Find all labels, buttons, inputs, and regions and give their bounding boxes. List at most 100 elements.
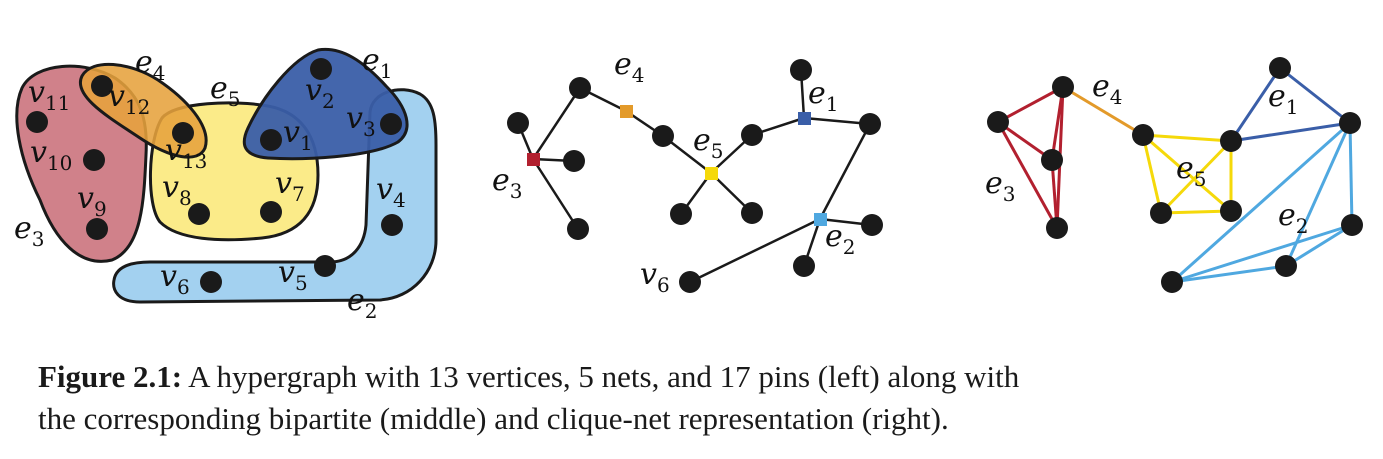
edge <box>1141 134 1163 214</box>
label-v11: v11 <box>28 75 70 115</box>
caption-line-1: Figure 2.1: A hypergraph with 13 vertice… <box>38 356 1358 398</box>
vertex-node <box>679 271 701 293</box>
vertex-v13 <box>172 122 194 144</box>
mid-label-e5: e5 <box>693 123 724 163</box>
clique-vertices <box>987 57 1363 293</box>
vertex-node <box>987 111 1009 133</box>
edge <box>1279 66 1351 125</box>
vertex-node <box>1341 214 1363 236</box>
left-label-e5: e5 <box>210 71 241 111</box>
left-label-e3: e3 <box>14 211 45 251</box>
edge <box>1285 223 1353 268</box>
net-node-e5 <box>705 167 718 180</box>
label-v5: v5 <box>278 255 308 295</box>
vertex-node <box>1052 76 1074 98</box>
left-net-labels: e1 e2 e3 e4 e5 <box>14 43 393 323</box>
net-node-e3 <box>527 153 540 166</box>
edge <box>996 121 1059 229</box>
bipartite-labels: e1 e2 e3 e4 e5 v6 <box>492 47 856 297</box>
vertex-v3 <box>380 113 402 135</box>
edge <box>803 116 871 126</box>
mid-label-v6: v6 <box>640 257 670 297</box>
vertex-node <box>1046 217 1068 239</box>
left-label-e1: e1 <box>362 43 393 83</box>
vertex-node <box>741 124 763 146</box>
mid-label-e4: e4 <box>614 47 645 87</box>
caption-text-1: A hypergraph with 13 vertices, 5 nets, a… <box>188 359 1020 394</box>
edge <box>1229 67 1282 142</box>
mid-label-e3: e3 <box>492 163 523 203</box>
edge <box>531 158 580 230</box>
vertex-node <box>1339 112 1361 134</box>
vertex-node <box>859 113 881 135</box>
vertex-v7 <box>260 201 282 223</box>
label-v1: v1 <box>283 115 313 155</box>
left-label-e2: e2 <box>347 283 378 323</box>
right-label-e1: e1 <box>1268 79 1299 119</box>
vertex-node <box>1132 124 1154 146</box>
net-node-e1 <box>798 112 811 125</box>
vertex-node <box>1220 200 1242 222</box>
edge <box>1142 133 1232 213</box>
vertex-node <box>670 203 692 225</box>
vertex-node <box>569 77 591 99</box>
right-clique-net: e1 e2 e3 e4 e5 <box>985 57 1363 293</box>
vertex-v10 <box>83 149 105 171</box>
middle-bipartite: e1 e2 e3 e4 e5 v6 <box>492 47 883 297</box>
vertex-node <box>507 112 529 134</box>
vertex-node <box>1269 57 1291 79</box>
clique-e4-edge <box>1062 85 1144 137</box>
bipartite-vertices <box>507 59 883 293</box>
label-v10: v10 <box>30 135 72 175</box>
edge <box>1159 139 1233 215</box>
right-label-e3: e3 <box>985 166 1016 206</box>
vertex-node <box>567 218 589 240</box>
edge <box>1171 223 1353 284</box>
label-v4: v4 <box>376 172 406 212</box>
left-vertices <box>26 58 403 293</box>
vertex-node <box>793 255 815 277</box>
vertex-v5 <box>314 255 336 277</box>
clique-e5-edges <box>1141 133 1233 215</box>
left-hypergraph: e1 e2 e3 e4 e5 v1 v2 v3 v4 v5 v6 v7 v8 v… <box>14 43 438 323</box>
vertex-v11 <box>26 111 48 133</box>
edge <box>997 120 1053 162</box>
vertex-v9 <box>86 218 108 240</box>
vertex-node <box>1161 271 1183 293</box>
hypergraph-figure: e1 e2 e3 e4 e5 v1 v2 v3 v4 v5 v6 v7 v8 v… <box>14 43 1363 323</box>
edge <box>1160 209 1232 215</box>
clique-e1-edges <box>1229 66 1351 143</box>
edge <box>1230 121 1351 143</box>
edge <box>1050 159 1059 229</box>
right-label-e5: e5 <box>1176 151 1207 191</box>
net-node-e4 <box>620 105 633 118</box>
right-label-e2: e2 <box>1278 198 1309 238</box>
label-v2: v2 <box>305 73 335 113</box>
label-v12: v12 <box>108 79 150 119</box>
net-e1-region <box>242 47 409 161</box>
label-v9: v9 <box>77 181 107 221</box>
vertex-v1 <box>260 129 282 151</box>
vertex-node <box>1150 202 1172 224</box>
left-vertex-labels: v1 v2 v3 v4 v5 v6 v7 v8 v9 v10 v11 v12 v… <box>28 73 406 299</box>
mid-label-e2: e2 <box>825 219 856 259</box>
mid-label-e1: e1 <box>808 76 839 116</box>
vertex-v12 <box>91 75 113 97</box>
bipartite-net-nodes <box>527 105 827 226</box>
vertex-node <box>563 150 585 172</box>
vertex-v6 <box>200 271 222 293</box>
vertex-node <box>1275 255 1297 277</box>
edge <box>1171 121 1351 284</box>
edge <box>1348 122 1354 226</box>
edge <box>997 85 1064 124</box>
caption-line-2: the corresponding bipartite (middle) and… <box>38 401 949 436</box>
net-node-e2 <box>814 213 827 226</box>
edge <box>689 217 821 284</box>
label-v6: v6 <box>160 259 190 299</box>
edge <box>1142 133 1232 143</box>
vertex-v8 <box>188 203 210 225</box>
caption-label: Figure 2.1: <box>38 359 183 394</box>
clique-e2-edges <box>1171 121 1354 284</box>
vertex-v2 <box>310 58 332 80</box>
vertex-node <box>652 125 674 147</box>
